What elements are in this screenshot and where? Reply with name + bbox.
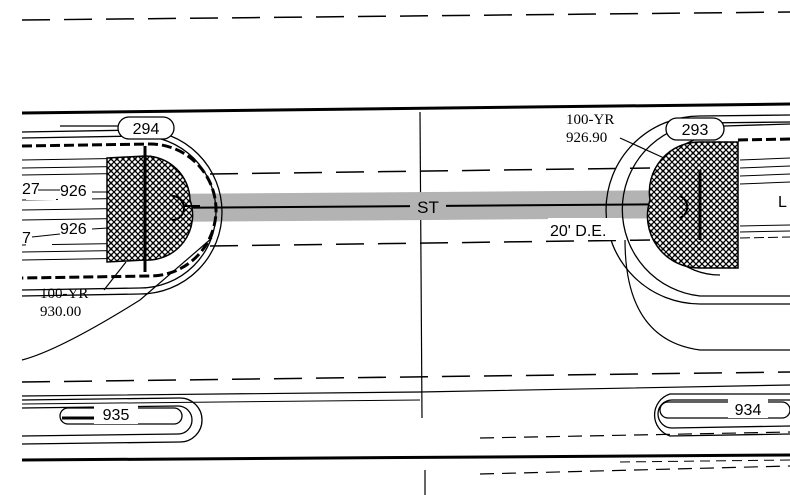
riprap-hatch-right	[646, 141, 739, 269]
riprap-hatch-left	[106, 155, 194, 263]
contour-label-7: 7	[22, 230, 31, 247]
lot-294-number: 294	[133, 121, 160, 138]
top-dashed-line	[21, 11, 790, 21]
vertical-lot-line	[419, 111, 423, 419]
road-edge-bottom	[21, 453, 790, 462]
contour-label-27: 27	[22, 181, 40, 198]
contour-label-926-upper: 926	[60, 183, 87, 200]
contour-934-group: 934	[653, 393, 790, 437]
lot-293-group: 293 100-YR 926.90 L	[566, 112, 790, 351]
road-line-2	[21, 399, 421, 405]
dashed-line-bottom-4	[619, 459, 790, 463]
dashed-line-bottom-3	[479, 465, 790, 475]
lot-293-number: 293	[682, 122, 709, 139]
road-edge-top	[21, 102, 790, 115]
lot-294-group: 27 926 926 7 294 100-YR 930.00	[21, 116, 223, 361]
contour-label-926-lower: 926	[60, 221, 87, 238]
contour-label-934: 934	[735, 402, 762, 419]
road-line-1	[21, 384, 790, 397]
lot-293-bubble	[665, 117, 725, 141]
dashed-line-bottom-2	[479, 431, 790, 439]
easement-label: 20' D.E.	[550, 223, 606, 240]
contour-label-l: L	[778, 194, 787, 211]
dashed-line-lower	[209, 239, 651, 247]
lot-294-hw-label: 100-YR	[40, 286, 88, 302]
dashed-line-upper	[209, 167, 651, 175]
contour-935-group: 935	[21, 397, 203, 445]
contour-label-935: 935	[103, 407, 130, 424]
lot-293-hw-label: 100-YR	[566, 112, 614, 128]
pipe-label-st: ST	[417, 198, 439, 217]
lot-294-hw-elev: 930.00	[40, 304, 81, 320]
dashed-line-bottom-1	[21, 371, 790, 383]
lot-293-hw-elev: 926.90	[566, 130, 607, 146]
lot-294-bubble	[117, 116, 175, 140]
